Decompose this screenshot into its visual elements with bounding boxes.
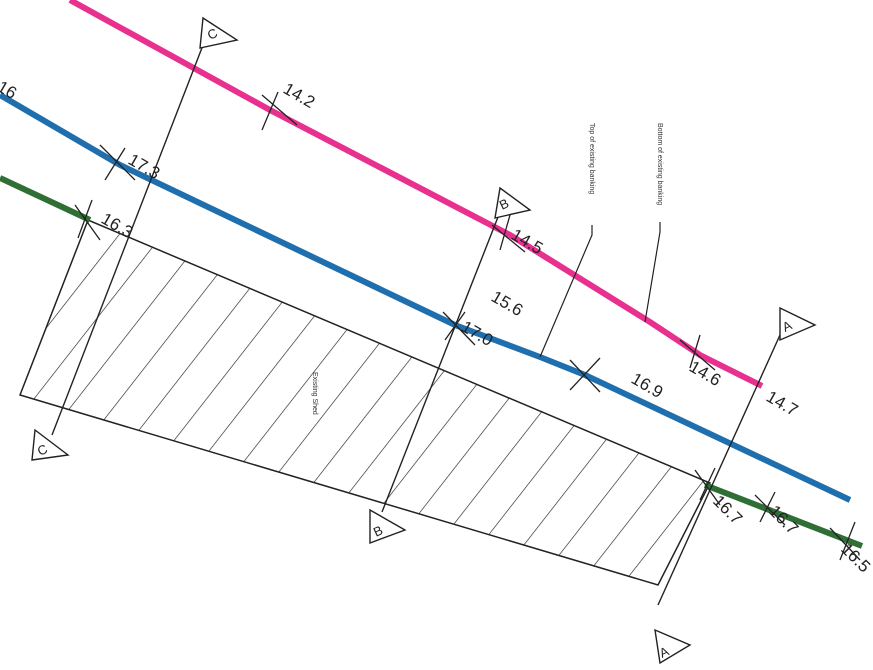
level-pink-1: 14.2 — [280, 79, 318, 112]
level-green-3: 16.7 — [765, 501, 802, 538]
level-blue-2: 17.0 — [458, 317, 496, 350]
top-of-banking-line — [0, 92, 852, 503]
section-lines — [31, 16, 817, 665]
level-mid: 15.6 — [488, 287, 526, 320]
level-pink-4: 14.7 — [763, 387, 801, 420]
ground-line-right — [703, 482, 864, 549]
note-bottom-of-banking: Bottom of existing banking — [656, 123, 663, 205]
note-top-of-banking: Top of existing banking — [588, 123, 595, 194]
level-markers — [74, 91, 861, 561]
leader-lines — [539, 222, 661, 358]
existing-shed — [19, 219, 712, 586]
level-green-4: 16.5 — [837, 539, 873, 576]
bottom-of-banking-line — [68, 0, 764, 389]
note-existing-shed: Existing Shed — [311, 372, 318, 415]
ground-line-left — [0, 175, 92, 223]
